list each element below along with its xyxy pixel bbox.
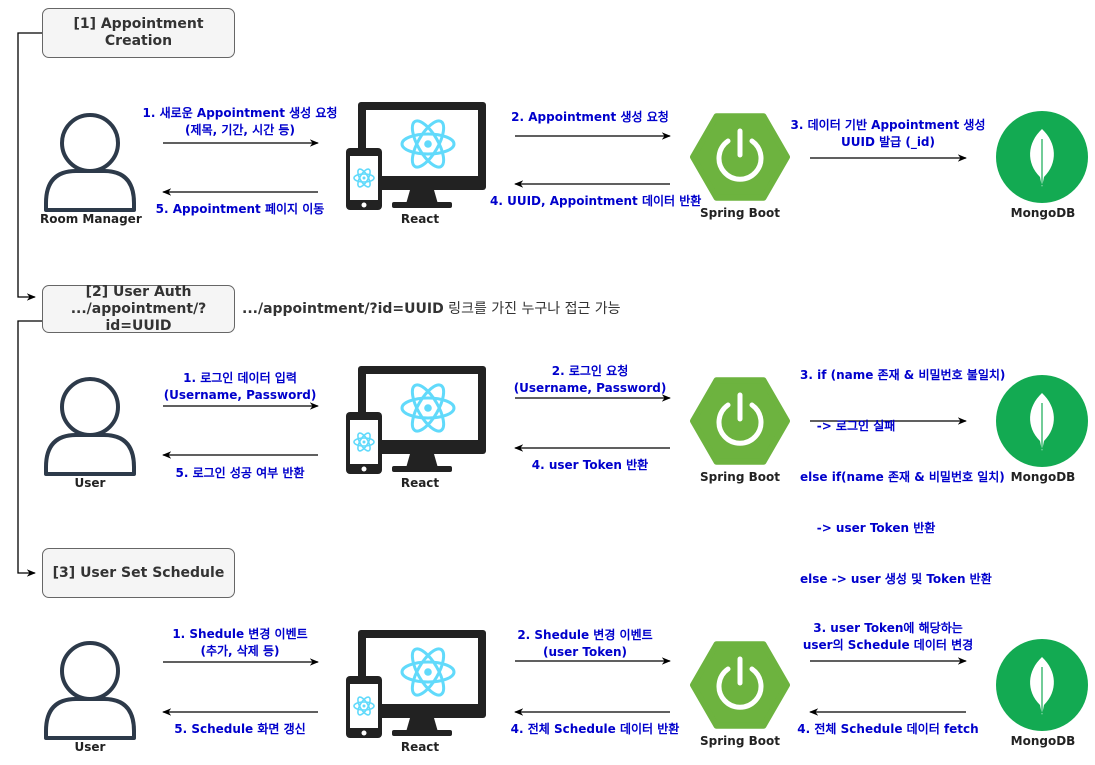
s3-step-4: 4. 전체 Schedule 데이터 반환 bbox=[510, 722, 680, 736]
section-2-title-line-2: .../appointment/?id=UUID bbox=[70, 300, 207, 334]
s1-step-1: 1. 새로운 Appointment 생성 요청 (제목, 기간, 시간 등) bbox=[142, 106, 338, 137]
spring-label-1: Spring Boot bbox=[700, 206, 780, 220]
section-2-title-line-1: [2] User Auth bbox=[85, 283, 192, 300]
s2-step-2: 2. 로그인 요청 (Username, Password) bbox=[513, 364, 667, 395]
mongodb-icon-2 bbox=[996, 375, 1088, 467]
s2-step-1: 1. 로그인 데이터 입력 (Username, Password) bbox=[163, 371, 317, 402]
spring-boot-icon-2 bbox=[690, 377, 790, 465]
section-3-title-box: [3] User Set Schedule bbox=[42, 548, 235, 598]
link-note-text: 링크를 가진 누구나 접근 가능 bbox=[443, 301, 621, 317]
mongodb-icon-3 bbox=[996, 639, 1088, 731]
s2-step-4: 4. user Token 반환 bbox=[531, 458, 649, 472]
s3-step-3: 3. user Token에 해당하는 user의 Schedule 데이터 변… bbox=[802, 621, 974, 652]
s2-step-3: 3. if (name 존재 & 비밀번호 불일치) -> 로그인 실패 els… bbox=[800, 368, 1006, 586]
spring-label-2: Spring Boot bbox=[700, 470, 780, 484]
section-1-title-box: [1] Appointment Creation bbox=[42, 8, 235, 58]
mongo-label-2: MongoDB bbox=[1010, 470, 1076, 484]
s2-step-5: 5. 로그인 성공 여부 반환 bbox=[175, 466, 305, 480]
react-label-1: React bbox=[400, 212, 440, 226]
connector-2-to-3 bbox=[17, 320, 42, 577]
mongodb-icon-1 bbox=[996, 111, 1088, 203]
mongo-label-1: MongoDB bbox=[1010, 206, 1076, 220]
actor-label-user-2: User bbox=[74, 476, 106, 490]
s3-step-2: 2. Shedule 변경 이벤트 (user Token) bbox=[517, 628, 653, 659]
s1-step-3: 3. 데이터 기반 Appointment 생성 UUID 발급 (_id) bbox=[790, 118, 986, 149]
s3-step-4-fetch: 4. 전체 Schedule 데이터 fetch bbox=[797, 722, 979, 736]
actor-label-user-3: User bbox=[74, 740, 106, 754]
connector-1-to-2 bbox=[17, 32, 42, 301]
react-icon-1 bbox=[346, 102, 486, 210]
spring-boot-icon-3 bbox=[690, 641, 790, 729]
s1-step-2: 2. Appointment 생성 요청 bbox=[511, 110, 669, 124]
s3-step-5: 5. Schedule 화면 갱신 bbox=[174, 722, 306, 736]
actor-label-room-manager: Room Manager bbox=[40, 212, 142, 226]
person-icon-1 bbox=[44, 113, 136, 212]
section-3-title: [3] User Set Schedule bbox=[52, 564, 225, 581]
section-2-link-note: .../appointment/?id=UUID 링크를 가진 누구나 접근 가… bbox=[242, 300, 621, 318]
react-icon-3 bbox=[346, 630, 486, 738]
react-label-3: React bbox=[400, 740, 440, 754]
section-2-title-box: [2] User Auth .../appointment/?id=UUID bbox=[42, 283, 235, 334]
react-icon-2 bbox=[346, 366, 486, 474]
spring-label-3: Spring Boot bbox=[700, 734, 780, 748]
spring-boot-icon-1 bbox=[690, 113, 790, 201]
s1-step-5: 5. Appointment 페이지 이동 bbox=[155, 202, 325, 216]
mongo-label-3: MongoDB bbox=[1010, 734, 1076, 748]
person-icon-3 bbox=[44, 641, 136, 740]
person-icon-2 bbox=[44, 377, 136, 476]
s3-step-1: 1. Shedule 변경 이벤트 (추가, 삭제 등) bbox=[172, 627, 308, 658]
section-1-title: [1] Appointment Creation bbox=[73, 16, 204, 49]
s1-step-4: 4. UUID, Appointment 데이터 반환 bbox=[490, 194, 702, 208]
react-label-2: React bbox=[400, 476, 440, 490]
link-note-url: .../appointment/?id=UUID bbox=[242, 301, 444, 317]
